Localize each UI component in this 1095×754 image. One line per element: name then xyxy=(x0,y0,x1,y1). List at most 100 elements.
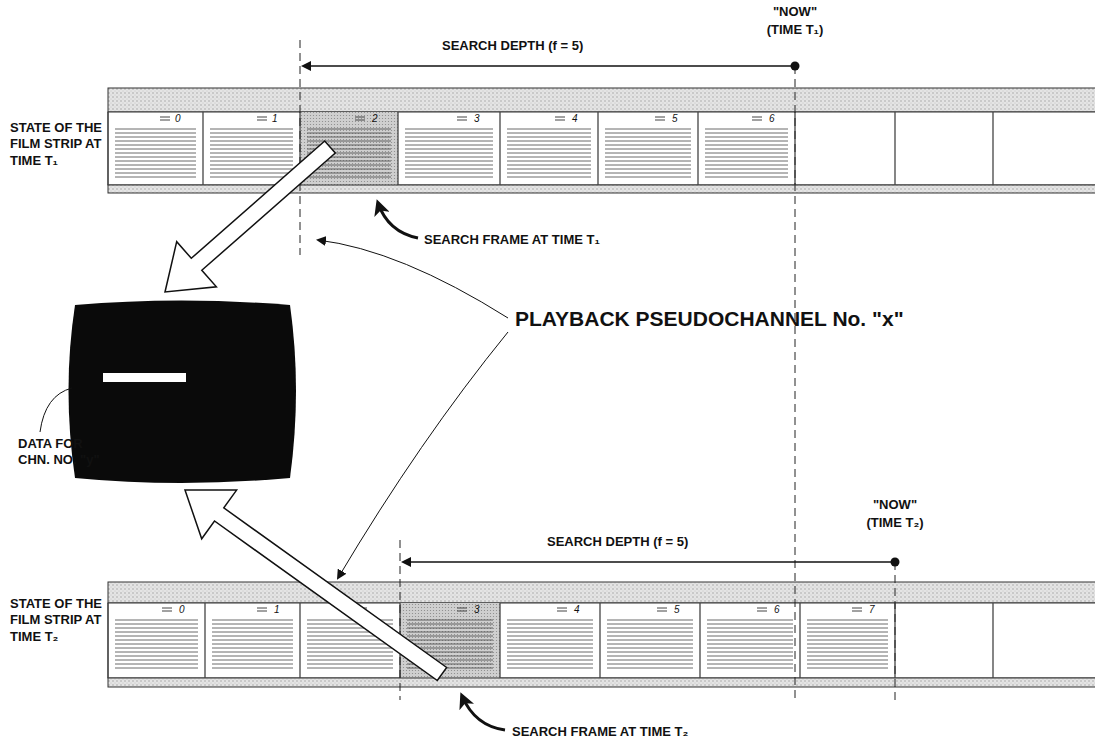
strip-label: STATE OF THE FILM STRIP AT TIME T₁ xyxy=(10,120,105,169)
frame-stroke xyxy=(507,153,591,154)
frame-stroke xyxy=(457,120,467,121)
frame-stroke xyxy=(605,177,691,178)
frame-stroke xyxy=(992,603,993,678)
pointer-arrow xyxy=(462,696,505,730)
frame-stroke xyxy=(605,157,691,158)
frame-stroke xyxy=(212,656,293,657)
frame-stroke xyxy=(405,153,493,154)
frame-stroke xyxy=(405,149,493,150)
frame-stroke xyxy=(307,648,393,649)
frame-stroke xyxy=(499,603,500,678)
frame-stroke xyxy=(507,161,591,162)
frame-stroke xyxy=(307,668,393,669)
frame-stroke xyxy=(405,169,493,170)
frame-stroke xyxy=(507,656,593,657)
frame-stroke xyxy=(115,161,196,162)
data-label: DATA FOR CHN. NO. "y" xyxy=(18,436,100,469)
frame-stroke xyxy=(115,644,198,645)
frame-stroke xyxy=(807,628,888,629)
frame-stroke xyxy=(607,640,693,641)
frame-stroke xyxy=(707,624,793,625)
frame-stroke xyxy=(707,644,793,645)
frame-stroke xyxy=(115,177,196,178)
frame-stroke xyxy=(115,668,198,669)
frame-stroke xyxy=(407,620,493,621)
frame-stroke xyxy=(160,120,170,121)
frame-number: 5 xyxy=(674,604,680,617)
frame-stroke xyxy=(605,129,691,130)
frame-stroke xyxy=(507,660,593,661)
frame-number: 3 xyxy=(474,113,480,126)
frame-stroke xyxy=(212,624,293,625)
frame-stroke xyxy=(405,137,493,138)
frame-stroke xyxy=(204,603,205,678)
strip-label: STATE OF THE FILM STRIP AT TIME T₂ xyxy=(10,596,105,645)
frame-stroke xyxy=(210,149,293,150)
frame-stroke xyxy=(115,153,196,154)
frame-stroke xyxy=(212,636,293,637)
frame-stroke xyxy=(705,169,788,170)
frame-stroke xyxy=(507,177,591,178)
frame-stroke xyxy=(507,668,593,669)
frame-stroke xyxy=(115,169,196,170)
frame-stroke xyxy=(555,120,565,121)
frame-number: 4 xyxy=(572,113,578,126)
frame-stroke xyxy=(210,137,293,138)
frame-stroke xyxy=(507,664,593,665)
frame-stroke xyxy=(507,620,593,621)
frame-stroke xyxy=(457,611,467,612)
frame-stroke xyxy=(605,137,691,138)
frame-stroke xyxy=(707,632,793,633)
frame-stroke xyxy=(210,145,293,146)
frame-stroke xyxy=(405,161,493,162)
depth-arrow xyxy=(403,561,892,563)
film-strip xyxy=(108,88,1095,193)
frame-stroke xyxy=(707,636,793,637)
frame-stroke xyxy=(705,165,788,166)
frame-stroke xyxy=(407,632,493,633)
frame-stroke xyxy=(707,656,793,657)
frame-stroke xyxy=(407,644,493,645)
frame-number: 4 xyxy=(574,604,580,617)
transfer-arrow xyxy=(165,141,335,292)
frame-stroke xyxy=(212,668,293,669)
frame-stroke xyxy=(757,608,767,609)
frame-stroke xyxy=(210,161,293,162)
frame-stroke xyxy=(807,632,888,633)
frame-stroke xyxy=(115,157,196,158)
frame-stroke xyxy=(707,648,793,649)
frame-stroke xyxy=(807,660,888,661)
frame-stroke xyxy=(210,177,293,178)
frame-stroke xyxy=(507,648,593,649)
frame-stroke xyxy=(507,632,593,633)
frame-stroke xyxy=(115,636,198,637)
frame-number: 5 xyxy=(672,113,678,126)
time-label: (TIME T₂) xyxy=(866,515,923,531)
frame-stroke xyxy=(799,603,800,678)
frame-stroke xyxy=(507,652,593,653)
frame-stroke xyxy=(257,611,267,612)
frame-stroke xyxy=(210,165,293,166)
frame-stroke xyxy=(507,129,591,130)
frame-stroke xyxy=(597,112,598,185)
frame-stroke xyxy=(107,112,108,185)
now-dot xyxy=(891,558,900,567)
frame-stroke xyxy=(407,624,493,625)
frame-stroke xyxy=(605,161,691,162)
frame-stroke xyxy=(115,173,196,174)
frame-number: 6 xyxy=(774,604,780,617)
frame-stroke xyxy=(605,165,691,166)
frame-stroke xyxy=(705,157,788,158)
frame-stroke xyxy=(697,112,698,185)
frame-stroke xyxy=(115,137,196,138)
frame-stroke xyxy=(115,640,198,641)
frame-stroke xyxy=(457,117,467,118)
frame-stroke xyxy=(807,656,888,657)
frame-stroke xyxy=(212,628,293,629)
frame-stroke xyxy=(655,120,665,121)
frame-stroke xyxy=(115,149,196,150)
frame-stroke xyxy=(507,133,591,134)
frame-stroke xyxy=(210,173,293,174)
pseudochannel-label: PLAYBACK PSEUDOCHANNEL No. "x" xyxy=(515,306,904,332)
frame-stroke xyxy=(507,145,591,146)
